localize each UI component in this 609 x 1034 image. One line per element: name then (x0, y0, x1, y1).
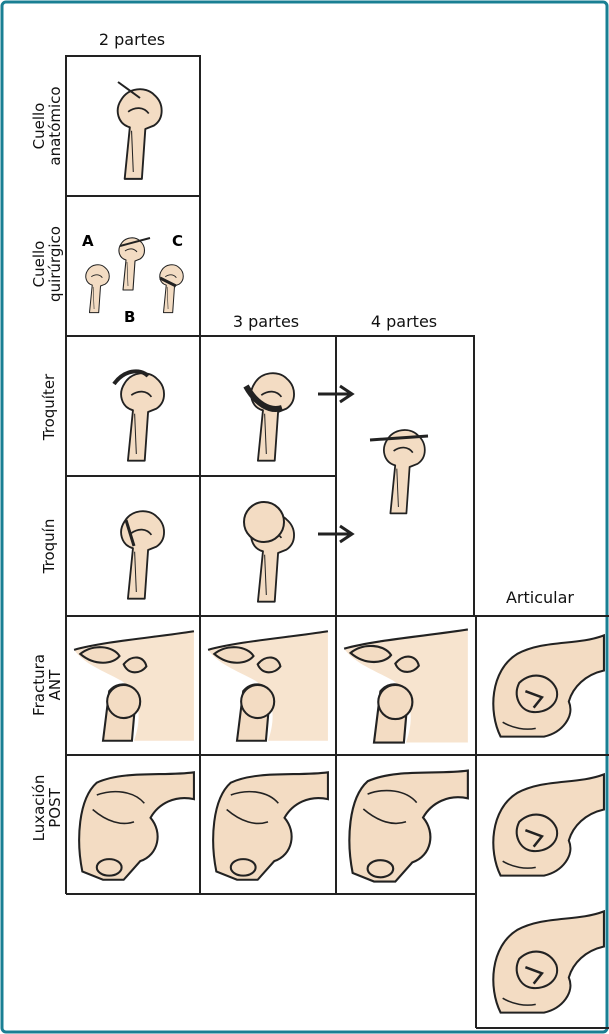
row-label-cuello-quirurgico-2: quirúrgico (46, 226, 64, 302)
col-header-articular: Articular (506, 588, 574, 607)
row-label-luxacion-post-2: POST (46, 787, 64, 827)
variant-label-c: C (172, 232, 183, 250)
col-header-3-partes: 3 partes (233, 312, 299, 331)
col-header-4-partes: 4 partes (371, 312, 437, 331)
col-header-2-partes: 2 partes (99, 30, 165, 49)
variant-label-b: B (124, 308, 135, 326)
row-label-fractura-ant-2: ANT (46, 669, 64, 700)
row-label-troquin: Troquín (40, 519, 58, 575)
variant-label-a: A (82, 232, 94, 250)
row-label-troquiter: Troquíter (40, 373, 58, 441)
row-label-cuello-anatomico-2: anatómico (46, 86, 64, 165)
